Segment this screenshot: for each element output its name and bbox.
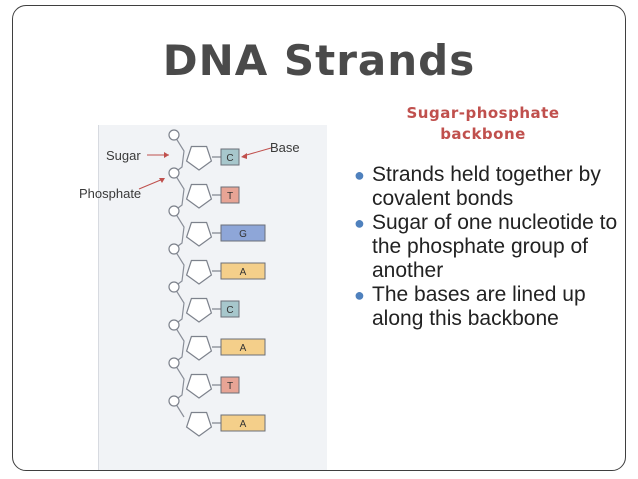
sugar-pentagon	[185, 335, 213, 361]
base-block	[220, 376, 240, 394]
phosphate-circle	[168, 281, 180, 293]
base-letter: A	[240, 419, 247, 430]
phosphate-label: Phosphate	[79, 186, 142, 201]
sugar-arrow-head	[164, 152, 169, 158]
base-letter: A	[240, 343, 247, 354]
sugar-pentagon	[185, 221, 213, 247]
backbone-label-line-1: Sugar-phosphate	[406, 104, 560, 122]
bullet-icon: ●	[354, 213, 365, 233]
bullet-item: ● Strands held together by covalent bond…	[352, 163, 622, 211]
phosphate-arrow	[138, 178, 164, 190]
phosphate-circle	[168, 357, 180, 369]
base-block	[220, 148, 240, 166]
backbone-label: Sugar-phosphate backbone	[388, 103, 578, 145]
base-block	[220, 338, 266, 356]
bullet-list: ● Strands held together by covalent bond…	[352, 163, 622, 331]
sugar-pentagon	[185, 183, 213, 209]
base-block	[220, 414, 266, 432]
base-letter: T	[227, 191, 233, 202]
dna-strand-figure: C T G A C A T A	[98, 125, 327, 470]
base-block	[220, 186, 240, 204]
base-letter: A	[240, 267, 247, 278]
base-arrow	[242, 147, 272, 157]
phosphate-circle	[168, 395, 180, 407]
bullet-icon: ●	[354, 165, 365, 185]
sugar-pentagon	[185, 373, 213, 399]
base-block	[220, 224, 266, 242]
dna-strand-diagram: C T G A C A T A	[138, 129, 272, 437]
bullet-item: ● The bases are lined up along this back…	[352, 283, 622, 331]
sugar-pentagon	[185, 297, 213, 323]
sugar-pentagon	[185, 259, 213, 285]
base-arrow-head	[241, 153, 247, 159]
phosphate-circle	[168, 319, 180, 331]
phosphate-arrow-head	[159, 178, 165, 183]
bullet-text: The bases are lined up along this backbo…	[372, 283, 586, 330]
bullet-icon: ●	[354, 285, 365, 305]
base-block	[220, 300, 240, 318]
backbone-label-line-2: backbone	[440, 125, 526, 143]
bullet-item: ● Sugar of one nucleotide to the phospha…	[352, 211, 622, 283]
phosphate-circle	[168, 205, 180, 217]
phosphate-circle	[168, 167, 180, 179]
phosphate-circle	[168, 243, 180, 255]
base-letter: G	[239, 229, 247, 240]
phosphate-circle	[168, 129, 180, 141]
base-letter: T	[227, 381, 233, 392]
base-block	[220, 262, 266, 280]
bullet-text: Sugar of one nucleotide to the phosphate…	[372, 211, 618, 282]
sugar-pentagon	[185, 145, 213, 171]
sugar-pentagon	[185, 411, 213, 437]
backbone-line	[173, 134, 185, 418]
base-letter: C	[226, 153, 233, 164]
base-letter: C	[226, 305, 233, 316]
sugar-label: Sugar	[106, 148, 141, 163]
slide-title: DNA Strands	[162, 36, 476, 85]
bullet-text: Strands held together by covalent bonds	[372, 163, 601, 210]
base-label: Base	[270, 140, 300, 155]
